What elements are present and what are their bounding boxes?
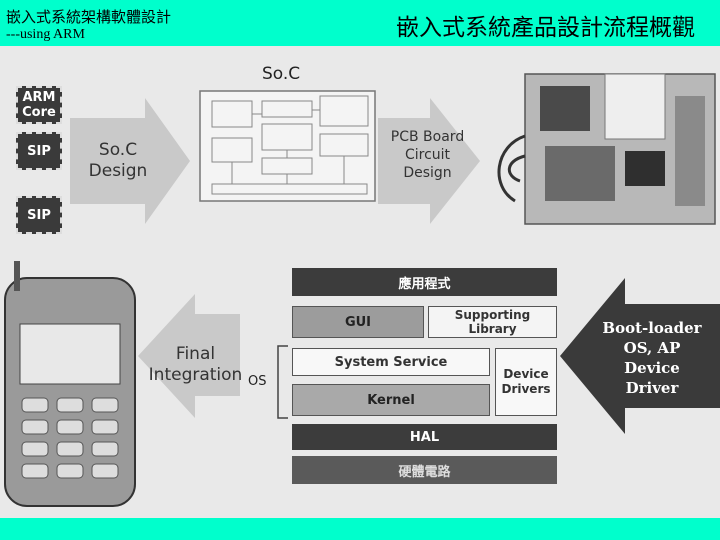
device-drivers-layer: Device Drivers [495, 348, 557, 416]
sip-chip-2: SIP [16, 196, 62, 234]
supporting-library-layer: Supporting Library [428, 306, 557, 338]
kernel-layer: Kernel [292, 384, 490, 416]
hal-layer: HAL [292, 424, 557, 450]
bootloader-label: Boot-loader OS, AP Device Driver [602, 319, 702, 397]
final-integration-label: Final Integration [148, 344, 243, 385]
pcb-design-label: PCB Board Circuit Design [390, 129, 465, 181]
sip-chip-1: SIP [16, 132, 62, 170]
os-label: OS [248, 374, 267, 389]
hardware-layer: 硬體電路 [292, 456, 557, 484]
course-title: 嵌入式系統架構軟體設計 [6, 8, 172, 26]
applications-layer: 應用程式 [292, 268, 557, 296]
soc-design-label: So.C Design [88, 140, 148, 181]
pcb-arrow [378, 98, 480, 224]
course-subtitle: ---using ARM [6, 27, 85, 42]
gui-layer: GUI [292, 306, 424, 338]
header-bar: 嵌入式系統架構軟體設計 ---using ARM 嵌入式系統產品設計流程概觀 [0, 0, 720, 46]
soc-label: So.C [262, 64, 301, 84]
system-service-layer: System Service [292, 348, 490, 376]
soc-design-arrow [70, 98, 190, 224]
design-flow-figure: ARM Core SIP SIP So.C Design So.C PCB Bo… [0, 46, 720, 518]
slide-title: 嵌入式系統產品設計流程概觀 [396, 15, 695, 41]
footer-bar [0, 518, 720, 540]
arm-core-chip: ARM Core [16, 86, 62, 124]
os-bracket [277, 345, 288, 419]
bootloader-arrow [560, 278, 720, 434]
figure-graphics [4, 73, 720, 507]
phone-screen [19, 323, 121, 385]
final-integration-arrow [138, 294, 240, 418]
